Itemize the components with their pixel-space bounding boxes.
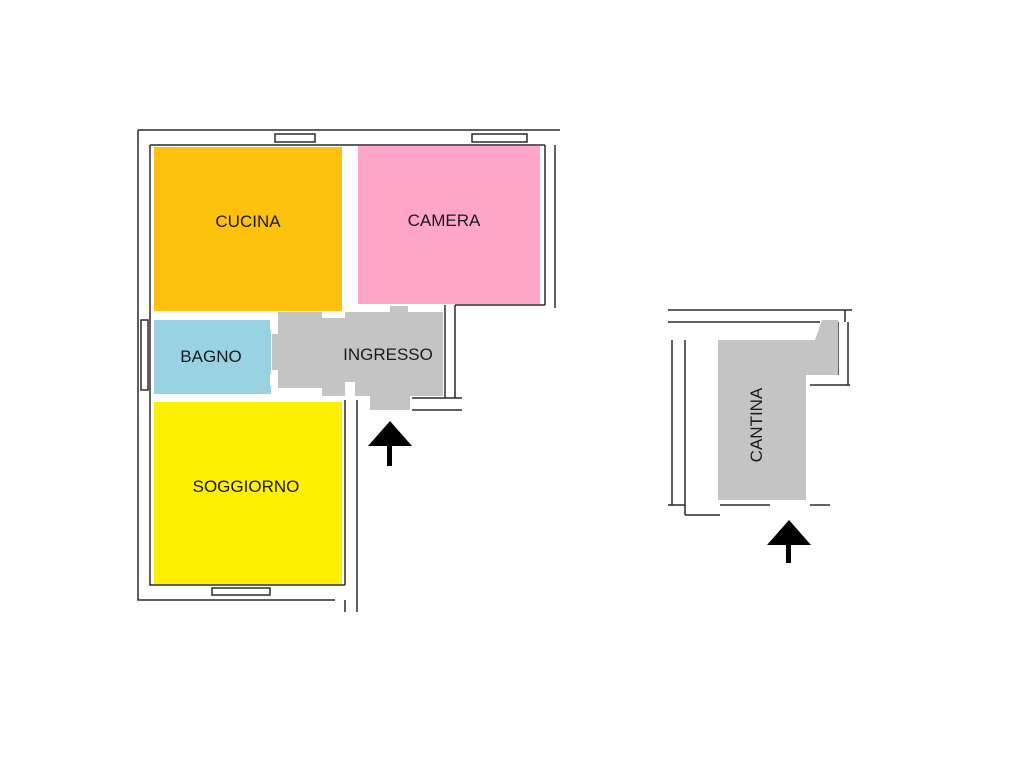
label-cantina: CANTINA xyxy=(747,387,766,462)
label-cucina: CUCINA xyxy=(215,212,281,231)
room-ingresso xyxy=(272,306,443,410)
room-cantina xyxy=(718,320,838,500)
room-bagno xyxy=(154,320,271,394)
label-soggiorno: SOGGIORNO xyxy=(193,477,300,496)
label-camera: CAMERA xyxy=(408,211,481,230)
entrance-arrow-icon xyxy=(368,421,412,466)
label-bagno: BAGNO xyxy=(180,347,241,366)
label-ingresso: INGRESSO xyxy=(343,345,433,364)
door-gap xyxy=(270,318,278,330)
cantina-walls xyxy=(668,309,852,516)
entrance-arrow-icon xyxy=(767,520,811,563)
apartment-walls xyxy=(137,129,560,612)
room-soggiorno xyxy=(154,402,342,584)
room-cucina xyxy=(154,147,342,311)
door-gap xyxy=(270,374,278,386)
room-camera xyxy=(358,146,540,304)
